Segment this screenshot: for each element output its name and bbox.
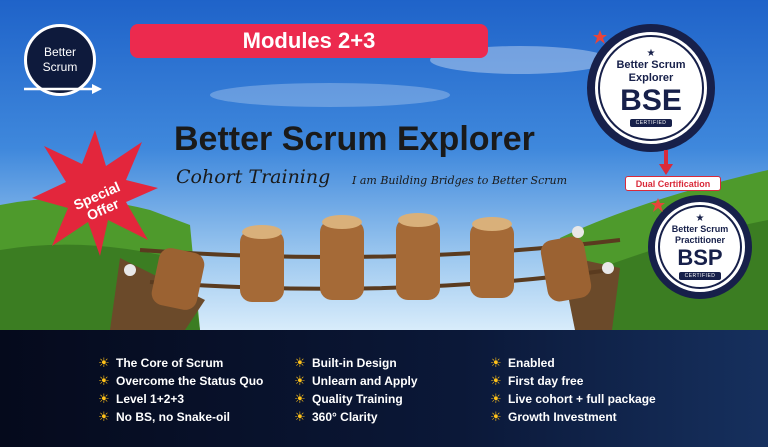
- course-title: Better Scrum Explorer: [174, 120, 535, 158]
- feature-item: ☀ 360° Clarity: [294, 408, 418, 425]
- course-subtitle: Cohort Training: [176, 166, 331, 188]
- feature-text: Overcome the Status Quo: [116, 373, 264, 388]
- sun-icon: ☀: [98, 373, 110, 388]
- sun-icon: ☀: [98, 355, 110, 370]
- arrow-right-icon: [24, 84, 102, 94]
- feature-item: ☀ Built-in Design: [294, 354, 418, 371]
- bse-name-line-1: Better Scrum: [616, 59, 686, 72]
- feature-item: ☀ Quality Training: [294, 390, 418, 407]
- feature-text: 360° Clarity: [312, 409, 378, 424]
- feature-text: The Core of Scrum: [116, 355, 224, 370]
- bsp-name-line-2: Practitioner: [674, 235, 725, 246]
- feature-item: ☀ Overcome the Status Quo: [98, 372, 263, 389]
- modules-banner: Modules 2+3: [130, 24, 488, 58]
- sun-icon: ☀: [294, 391, 306, 406]
- bridge-log: [470, 222, 514, 298]
- sun-icon: ☀: [490, 391, 502, 406]
- feature-text: Built-in Design: [312, 355, 397, 370]
- features-column-3: ☀ Enabled ☀ First day free ☀ Live cohort + …: [490, 354, 656, 426]
- feature-text: Unlearn and Apply: [312, 373, 418, 388]
- feature-text: Quality Training: [312, 391, 403, 406]
- arrow-down-icon: [659, 150, 673, 175]
- bridge-log: [240, 230, 284, 302]
- sun-icon: ☀: [294, 373, 306, 388]
- bse-abbreviation: BSE: [620, 84, 682, 118]
- feature-text: Live cohort + full package: [508, 391, 656, 406]
- sun-icon: ☀: [490, 373, 502, 388]
- bse-name-line-2: Explorer: [628, 72, 674, 85]
- sun-icon: ☀: [98, 409, 110, 424]
- feature-text: No BS, no Snake-oil: [116, 409, 231, 424]
- logo-line-1: Better: [43, 45, 76, 59]
- course-tagline: I am Building Bridges to Better Scrum: [352, 174, 568, 187]
- feature-item: ☀ Growth Investment: [490, 408, 656, 425]
- special-offer-burst: [32, 130, 158, 256]
- bsp-name-line-1: Better Scrum: [671, 224, 729, 235]
- star-logo-icon: [651, 198, 665, 212]
- sun-icon: ☀: [294, 355, 306, 370]
- logo-line-2: Scrum: [42, 60, 78, 74]
- bsp-certification-badge: ★ Better Scrum Practitioner BSP CERTIFIE…: [648, 195, 752, 299]
- bse-certification-badge: ★ Better Scrum Explorer BSE CERTIFIED: [587, 24, 715, 152]
- features-column-1: ☀ The Core of Scrum ☀ Overcome the Status …: [98, 354, 263, 426]
- feature-text: First day free: [508, 373, 584, 388]
- bsp-abbreviation: BSP: [677, 245, 723, 271]
- sun-icon: ☀: [490, 409, 502, 424]
- feature-text: Enabled: [508, 355, 555, 370]
- bridge-log: [540, 236, 592, 302]
- star-logo-icon: [593, 30, 607, 44]
- features-footer: [0, 330, 768, 447]
- bridge-log: [396, 218, 440, 300]
- feature-text: Level 1+2+3: [116, 391, 185, 406]
- feature-item: ☀ Unlearn and Apply: [294, 372, 418, 389]
- features-column-2: ☀ Built-in Design ☀ Unlearn and Apply ☀ Qua…: [294, 354, 418, 426]
- feature-item: ☀ Live cohort + full package: [490, 390, 656, 407]
- better-scrum-logo: Better Scrum: [24, 24, 96, 96]
- feature-text: Growth Investment: [508, 409, 617, 424]
- dual-certification-label: Dual Certification: [625, 176, 721, 191]
- star-icon: ★: [695, 213, 705, 225]
- bse-ribbon: CERTIFIED: [629, 118, 673, 127]
- feature-item: ☀ Level 1+2+3: [98, 390, 263, 407]
- modules-label: Modules 2+3: [242, 28, 376, 53]
- star-icon: ★: [646, 48, 656, 60]
- feature-item: ☀ First day free: [490, 372, 656, 389]
- bsp-ribbon: CERTIFIED: [678, 271, 722, 280]
- bridge-log: [151, 248, 205, 310]
- feature-item: ☀ The Core of Scrum: [98, 354, 263, 371]
- sun-icon: ☀: [490, 355, 502, 370]
- sun-icon: ☀: [294, 409, 306, 424]
- bridge-log: [320, 220, 364, 300]
- feature-item: ☀ Enabled: [490, 354, 656, 371]
- feature-item: ☀ No BS, no Snake-oil: [98, 408, 263, 425]
- sun-icon: ☀: [98, 391, 110, 406]
- dual-certification-text: Dual Certification: [635, 178, 711, 189]
